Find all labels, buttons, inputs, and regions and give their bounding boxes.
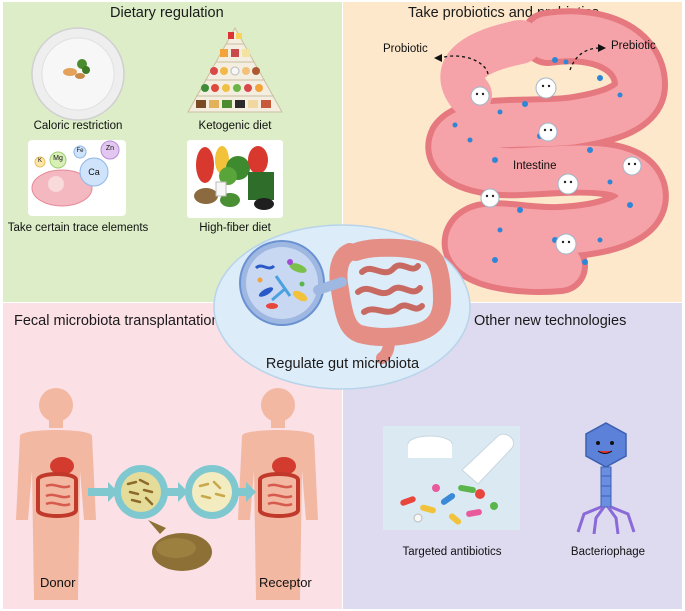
center-label: Regulate gut microbiota [265,356,420,372]
element-fe: Fe [76,148,84,154]
vegetables-icon [187,140,283,218]
bacteriophage-label: Bacteriophage [570,546,646,558]
probiotic-label: Probiotic [383,43,428,55]
plate-icon [31,27,125,121]
pills-icon [383,426,520,530]
targeted-antibiotics-label: Targeted antibiotics [402,546,502,558]
new-technologies-title: Other new technologies [474,313,627,329]
dietary-regulation-title: Dietary regulation [110,5,224,21]
trace-elements-label: Take certain trace elements [7,222,149,234]
high-fiber-diet-label: High-fiber diet [199,222,271,234]
caloric-restriction-label: Caloric restriction [33,120,123,132]
donor-microbiota-circle [114,465,168,519]
element-ca: Ca [88,167,100,177]
ketogenic-diet-label: Ketogenic diet [198,120,272,132]
intestine-label: Intestine [513,160,557,172]
receptor-organs [258,457,300,518]
microbe-dots [452,57,633,265]
prebiotic-arrow [569,44,606,71]
creature-eyes [475,84,637,244]
magnifier-connector [313,277,347,295]
transfer-arrows [88,482,256,502]
bacteriophage-icon [576,422,636,535]
colon-icon [329,238,452,364]
probiotic-arrow [434,54,489,75]
small-intestine-illustration [425,8,669,295]
prebiotic-label: Prebiotic [611,40,656,52]
microbiota-circle-icon [239,240,325,326]
fecal-transplant-title: Fecal microbiota transplantation [14,313,220,329]
donor-label: Donor [40,575,76,590]
probiotic-creatures [470,77,642,255]
element-zn: Zn [105,145,115,152]
trace-elements-icon [28,140,126,216]
receptor-label: Receptor [259,575,312,590]
stool-icon [148,520,212,571]
element-mg: Mg [53,155,63,162]
food-pyramid-icon [187,26,283,113]
receptor-microbiota-circle [185,465,239,519]
element-k: K [37,158,42,164]
donor-organs [36,457,78,518]
